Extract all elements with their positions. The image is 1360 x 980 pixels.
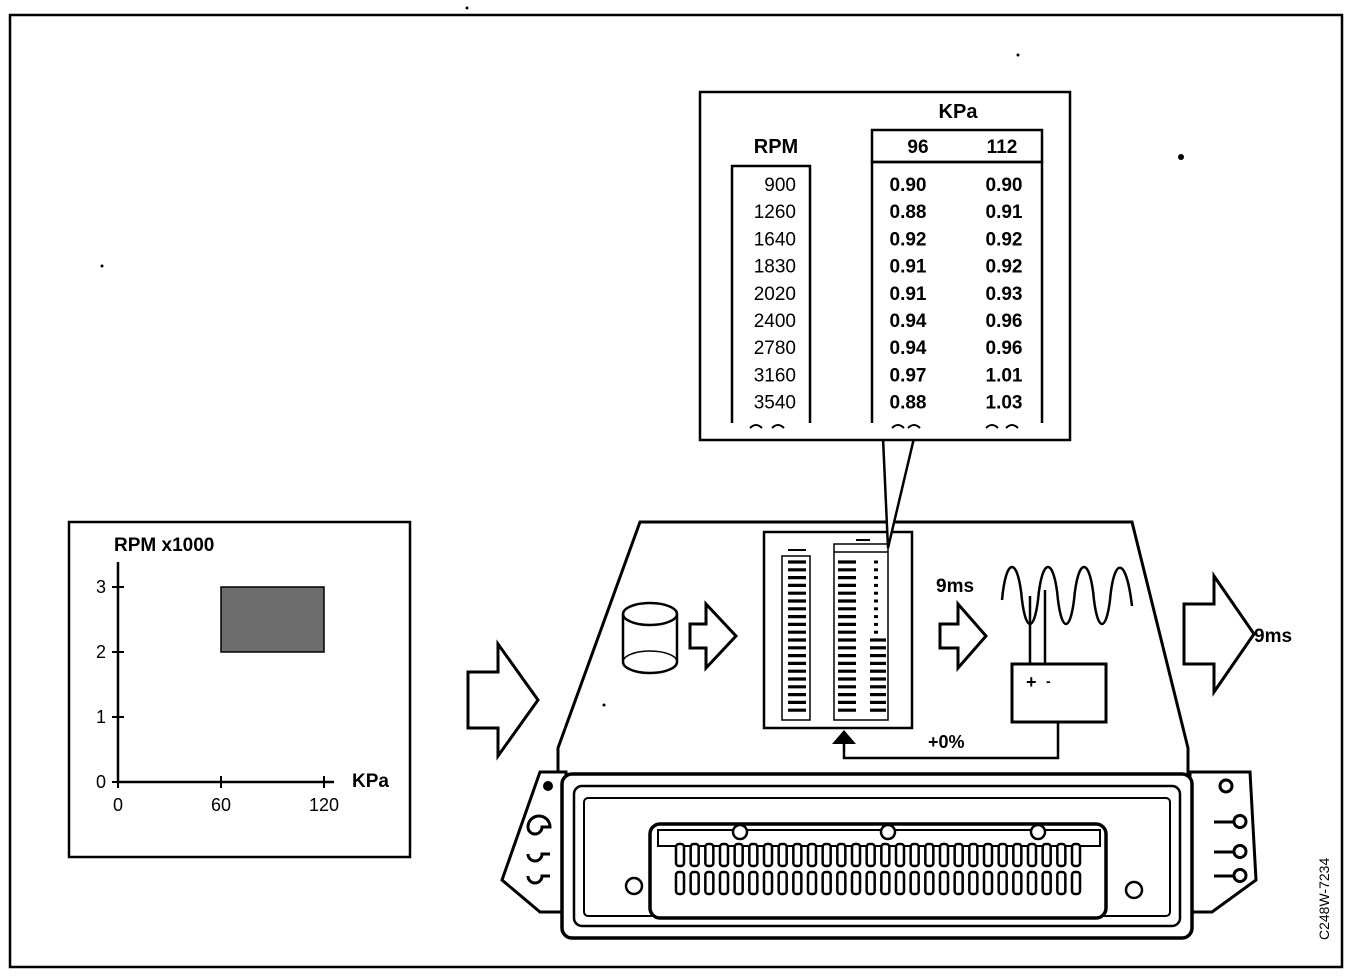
- plug-bolt-3: [1029, 823, 1047, 841]
- amplifier-minus: -: [1046, 673, 1051, 689]
- lookup-table-callout: KPa RPM 96 112 900 0.90 0.90 1260 0.88 0.91 16…: [698, 90, 1072, 442]
- left-mounting-flange: [500, 770, 568, 914]
- callout-frame: [698, 90, 1072, 442]
- kpa-col-96: 96: [907, 137, 928, 158]
- value-112-cell: 0.91: [986, 202, 1023, 223]
- values-column-box: [870, 160, 1044, 423]
- value-112-cell: 0.93: [986, 284, 1023, 305]
- value-112-cell: 0.90: [986, 175, 1023, 196]
- value-96-cell: 0.94: [890, 338, 927, 359]
- y-tick-label: 1: [96, 707, 106, 727]
- amplifier-plus: +: [1026, 672, 1037, 692]
- rpm-column-box: [730, 164, 812, 423]
- feedback-loop: +0%: [832, 720, 1060, 760]
- y-tick-label: 3: [96, 577, 106, 597]
- x-tick-label: 120: [309, 795, 339, 815]
- input-arrow-icon: [466, 639, 540, 761]
- left-flange-holes: [526, 781, 553, 885]
- output-arrow-icon: [1182, 571, 1256, 697]
- plug-bolt-1: [731, 823, 749, 841]
- value-96-cell: 0.90: [890, 175, 927, 196]
- rpm-cell: 2780: [754, 338, 796, 359]
- value-112-cell: 0.92: [986, 229, 1023, 250]
- highlighted-operating-region: [220, 586, 325, 653]
- value-96-cell: 0.97: [890, 365, 927, 386]
- correction-label: +0%: [928, 732, 965, 752]
- table-to-driver-arrow-icon: [938, 600, 988, 672]
- right-mounting-flange: [1188, 770, 1258, 914]
- lookup-table-rows: 900 0.90 0.90 1260 0.88 0.91 1640 0.92 0.92 1830 0…: [754, 175, 1023, 414]
- graph-frame: [67, 520, 412, 859]
- right-flange-holes: [1214, 778, 1248, 883]
- x-tick-label: 0: [113, 795, 123, 815]
- rpm-cell: 2400: [754, 311, 796, 332]
- kpa-col-112: 112: [987, 137, 1018, 158]
- connector-plug-top: [657, 829, 1101, 847]
- y-tick-label: 2: [96, 642, 106, 662]
- value-112-cell: 1.01: [986, 365, 1023, 386]
- value-96-cell: 0.91: [890, 284, 927, 305]
- rpm-cell: 900: [764, 175, 796, 196]
- figure-code: C248W-7234: [1316, 858, 1332, 940]
- value-112-cell: 0.92: [986, 257, 1023, 278]
- value-96-cell: 0.92: [890, 229, 927, 250]
- pulse-in-label: 9ms: [936, 576, 974, 597]
- rpm-header: RPM: [754, 136, 798, 158]
- value-112-cell: 0.96: [986, 311, 1023, 332]
- rpm-cell: 1640: [754, 229, 796, 250]
- connector-screw-right: [1124, 880, 1144, 900]
- injector-pulse-waveform: [1000, 566, 1134, 625]
- connector-pins: [674, 842, 1082, 896]
- memory-to-table-arrow-icon: [688, 600, 739, 672]
- ecu-mini-table: [762, 530, 914, 730]
- value-96-cell: 0.88: [890, 393, 927, 414]
- memory-cylinder-icon: [621, 601, 679, 675]
- feedback-arrow-icon: [832, 730, 856, 744]
- value-112-cell: 1.03: [986, 393, 1023, 414]
- ecu-unit: +0% 9ms + -: [500, 436, 1258, 940]
- rpm-cell: 3540: [754, 393, 796, 414]
- graph-x-axis-title: KPa: [352, 771, 389, 792]
- pulse-out-label: 9ms: [1254, 626, 1292, 647]
- value-96-cell: 0.94: [890, 311, 927, 332]
- scan-specks: [100, 6, 1184, 707]
- value-112-cell: 0.96: [986, 338, 1023, 359]
- connector-screw-left: [624, 876, 644, 896]
- plug-bolt-2: [879, 823, 897, 841]
- kpa-header: KPa: [939, 101, 979, 123]
- y-tick-label: 0: [96, 772, 106, 792]
- graph-ticks: 3 2 1 00 60 120: [96, 577, 339, 815]
- rpm-kpa-graph: RPM x1000 3 2 1 00 60 120 KPa: [67, 520, 412, 859]
- rpm-cell: 1830: [754, 257, 796, 278]
- x-tick-label: 60: [211, 795, 231, 815]
- rpm-cell: 2020: [754, 284, 796, 305]
- value-96-cell: 0.91: [890, 257, 927, 278]
- table-cut-off-row: [749, 424, 1019, 429]
- value-96-cell: 0.88: [890, 202, 927, 223]
- graph-y-axis-title: RPM x1000: [114, 535, 214, 556]
- driver-amplifier-box: [1010, 662, 1108, 724]
- figure-frame: [8, 13, 1344, 969]
- rpm-cell: 3160: [754, 365, 796, 386]
- rpm-cell: 1260: [754, 202, 796, 223]
- connector-housing-inner: [572, 784, 1182, 928]
